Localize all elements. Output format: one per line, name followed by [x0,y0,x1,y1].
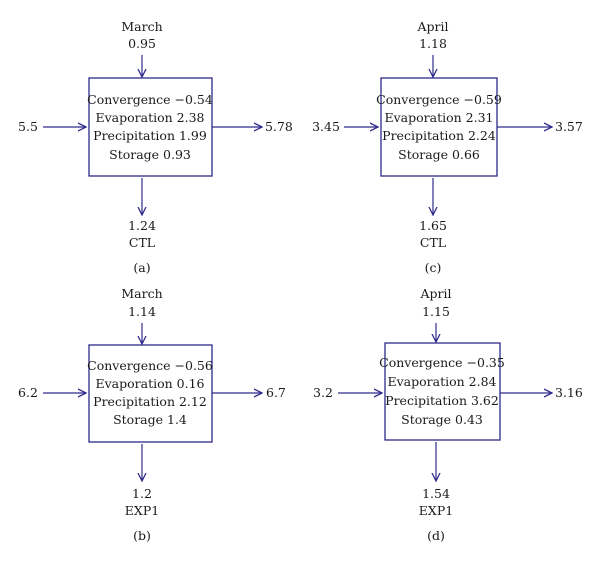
convergence-line: Convergence −0.54 [87,92,213,107]
panel-b: March 1.14 6.2 Convergence −0.56 Evapora… [18,286,286,543]
experiment-label: CTL [420,235,446,250]
month-label: March [121,286,162,301]
budget-box [88,344,213,443]
precipitation-line: Precipitation 3.62 [385,393,499,408]
evaporation-line: Evaporation 2.84 [388,374,497,389]
precipitation-line: Precipitation 2.12 [93,394,207,409]
budget-box [88,77,213,177]
panel-label: (a) [133,260,150,275]
month-label: April [417,19,449,34]
precipitation-line: Precipitation 2.24 [382,128,496,143]
panel-c: April 1.18 3.45 Convergence −0.59 Evapor… [312,19,583,275]
top-inflow-value: 1.15 [422,304,450,319]
left-inflow-value: 3.2 [313,385,333,400]
bottom-outflow-value: 1.54 [422,486,450,501]
left-inflow-value: 3.45 [312,119,340,134]
panel-a: March 0.95 5.5 Convergence −0.54 Evapora… [18,19,293,275]
storage-line: Storage 0.66 [398,147,480,162]
convergence-line: Convergence −0.56 [87,358,213,373]
evaporation-line: Evaporation 0.16 [96,376,205,391]
experiment-label: EXP1 [419,503,453,518]
panel-d: April 1.15 3.2 Convergence −0.35 Evapora… [313,286,583,543]
storage-line: Storage 0.43 [401,412,483,427]
panel-label: (d) [427,528,445,543]
right-outflow-value: 3.16 [555,385,583,400]
panel-label: (c) [425,260,442,275]
right-outflow-value: 6.7 [266,385,286,400]
top-inflow-value: 1.18 [419,36,447,51]
top-inflow-value: 0.95 [128,36,156,51]
top-inflow-value: 1.14 [128,304,156,319]
bottom-outflow-value: 1.24 [128,218,156,233]
panel-label: (b) [133,528,151,543]
right-outflow-value: 3.57 [555,119,583,134]
month-label: April [420,286,452,301]
precipitation-line: Precipitation 1.99 [93,128,207,143]
storage-line: Storage 1.4 [113,412,187,427]
left-inflow-value: 6.2 [18,385,38,400]
month-label: March [121,19,162,34]
evaporation-line: Evaporation 2.38 [96,110,205,125]
bottom-outflow-value: 1.2 [132,486,152,501]
right-outflow-value: 5.78 [265,119,293,134]
storage-line: Storage 0.93 [109,147,191,162]
convergence-line: Convergence −0.59 [376,92,502,107]
bottom-outflow-value: 1.65 [419,218,447,233]
evaporation-line: Evaporation 2.31 [385,110,494,125]
convergence-line: Convergence −0.35 [379,355,505,370]
experiment-label: CTL [129,235,155,250]
budget-box [384,342,501,441]
experiment-label: EXP1 [125,503,159,518]
left-inflow-value: 5.5 [18,119,38,134]
